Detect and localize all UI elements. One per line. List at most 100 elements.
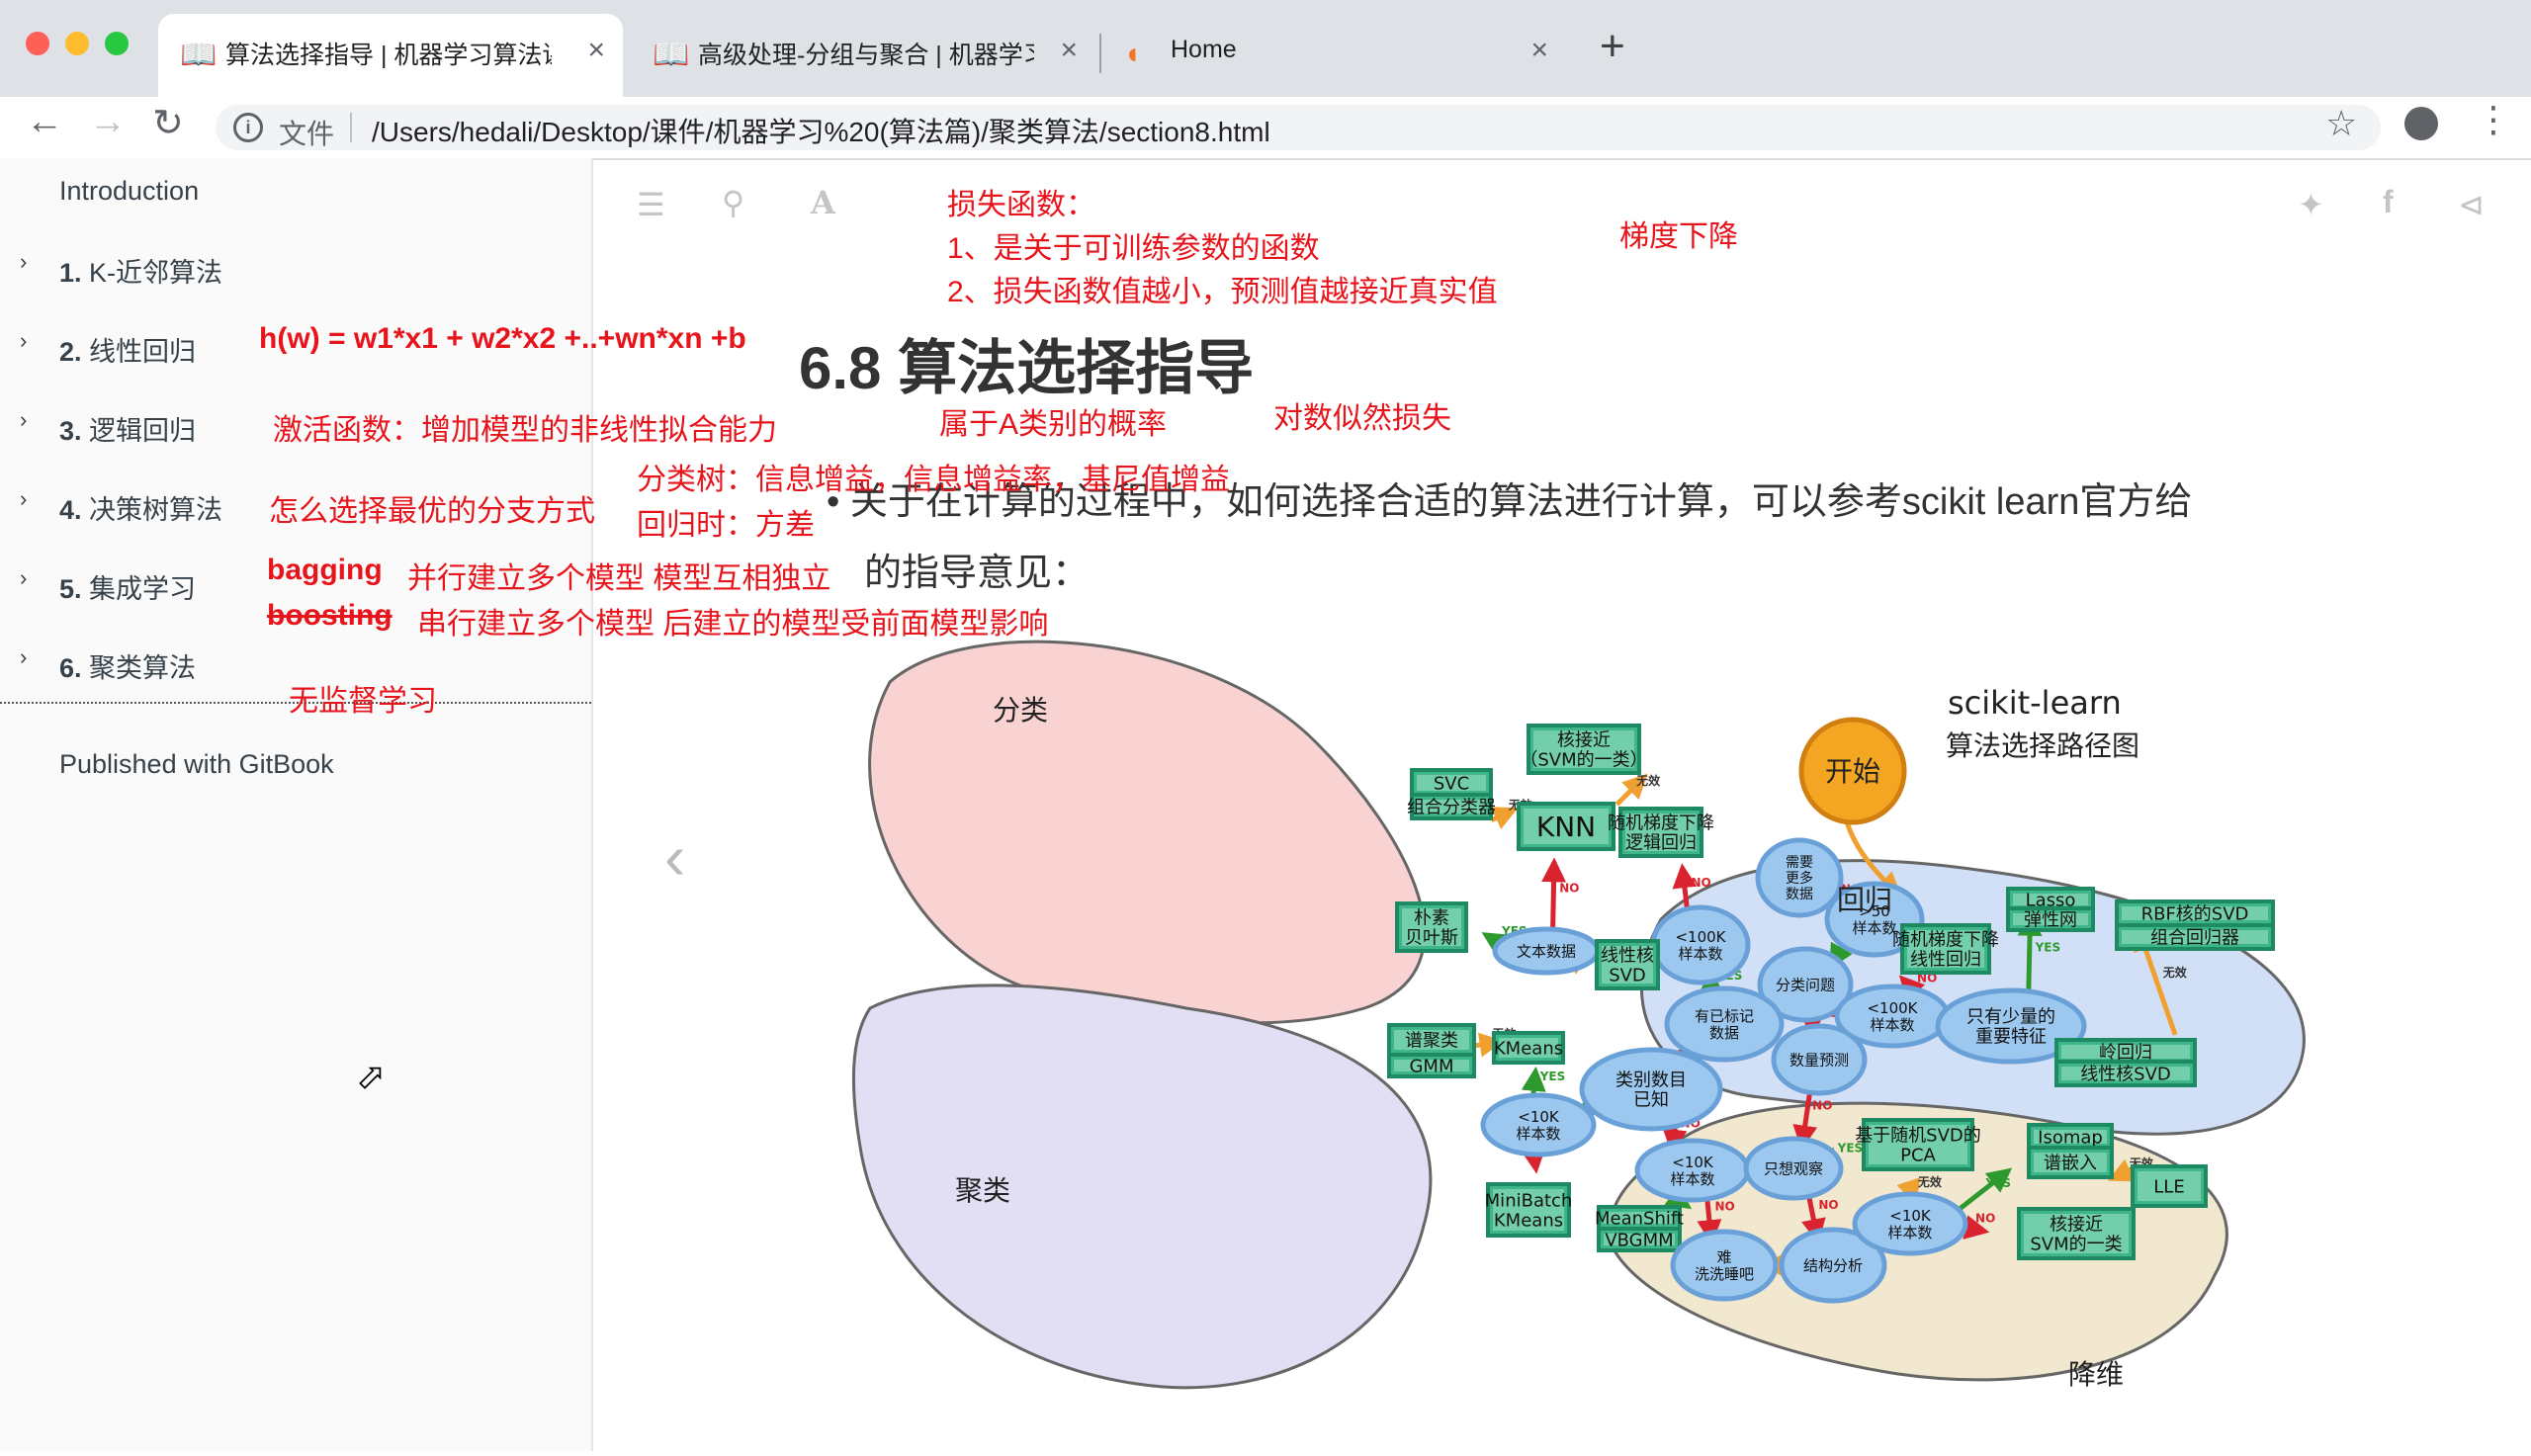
bookmark-star-icon[interactable]: ☆ <box>2325 103 2357 144</box>
tab-title: 算法选择指导 | 机器学习算法课程 <box>225 36 552 71</box>
edge-label: YES <box>1539 1070 1566 1083</box>
chevron-right-icon[interactable]: › <box>20 249 27 275</box>
node-label: KMeans <box>1494 1038 1563 1059</box>
edge-label: NO <box>1559 881 1579 895</box>
node-label: 数据 <box>1709 1024 1739 1042</box>
node-label: <10K <box>1889 1207 1932 1225</box>
sidebar-footer-link[interactable]: Published with GitBook <box>59 749 334 780</box>
node-isomap: Isomap <box>2029 1125 2112 1149</box>
sidebar-item-label: K-近邻算法 <box>89 258 222 288</box>
node-kernel: 核接近（SVM的一类） <box>1520 726 1647 773</box>
node-label: 类别数目 <box>1615 1070 1687 1090</box>
region-label-regression: 回归 <box>1837 884 1892 916</box>
close-tab-icon[interactable]: × <box>1060 34 1078 67</box>
node-label: 贝叶斯 <box>1405 927 1458 948</box>
search-icon[interactable]: ⚲ <box>722 184 744 221</box>
annotation-loss-1: 1、是关于可训练参数的函数 <box>947 223 1320 267</box>
forward-icon[interactable]: → <box>89 101 127 143</box>
node-label: 只想观察 <box>1764 1159 1823 1177</box>
node-gmm: GMM <box>1389 1055 1474 1076</box>
node-label: 线性核SVD <box>2080 1064 2171 1084</box>
back-icon[interactable]: ← <box>26 101 63 143</box>
url-scheme-label: 文件 <box>279 113 334 152</box>
url-text[interactable]: /Users/hedali/Desktop/课件/机器学习%20(算法篇)/聚类… <box>372 111 1270 150</box>
chevron-right-icon[interactable]: › <box>20 565 27 591</box>
tab-grouping[interactable]: 📖 高级处理-分组与聚合 | 机器学习 × <box>631 14 1095 97</box>
edge-label: NO <box>1818 1198 1838 1212</box>
sidebar-item-logistic[interactable]: 3. 逻辑回归 <box>59 409 196 448</box>
node-label: 数据 <box>1786 887 1813 902</box>
tab-title: 高级处理-分组与聚合 | 机器学习 <box>698 36 1034 71</box>
start-label: 开始 <box>1825 755 1880 788</box>
sidebar-item-number: 2. <box>59 337 82 367</box>
previous-page-icon[interactable]: ‹ <box>664 820 685 894</box>
node-rbf: RBF核的SVD <box>2117 901 2273 925</box>
font-settings-icon[interactable]: A <box>811 184 835 221</box>
node-label: KMeans <box>1494 1210 1563 1231</box>
facebook-icon[interactable]: f <box>2383 184 2394 220</box>
annotation-bagging: 并行建立多个模型 模型互相独立 <box>407 554 830 597</box>
chevron-right-icon[interactable]: › <box>20 644 27 670</box>
sidebar-item-ensemble[interactable]: 5. 集成学习 <box>59 567 196 606</box>
sidebar-item-clustering[interactable]: 6. 聚类算法 <box>59 646 196 685</box>
kebab-menu-icon[interactable]: ⋮ <box>2476 99 2511 140</box>
node-label: 有已标记 <box>1695 1007 1754 1025</box>
reload-icon[interactable]: ↻ <box>152 101 184 145</box>
sidebar-item-introduction[interactable]: Introduction <box>59 176 199 207</box>
edge-label: YES <box>2035 941 2061 955</box>
clustering-region <box>853 985 1431 1388</box>
node-label: 样本数 <box>1870 1016 1914 1034</box>
new-tab-button[interactable]: + <box>1600 22 1625 71</box>
node-label: 组合分类器 <box>1407 797 1496 817</box>
toc-toggle-icon[interactable]: ☰ <box>637 186 665 223</box>
twitter-icon[interactable]: ✦ <box>2298 186 2324 223</box>
region-label-classification: 分类 <box>993 694 1048 727</box>
sidebar-item-tree[interactable]: 4. 决策树算法 <box>59 488 222 527</box>
chevron-right-icon[interactable]: › <box>20 486 27 512</box>
node-label: 朴素 <box>1414 907 1449 928</box>
sidebar-item-number: 3. <box>59 416 82 446</box>
sidebar-item-label: 决策树算法 <box>89 495 222 525</box>
close-tab-icon[interactable]: × <box>1530 34 1548 67</box>
sidebar-item-knn[interactable]: 1. K-近邻算法 <box>59 251 222 290</box>
share-icon[interactable]: ⊲ <box>2458 186 2485 223</box>
info-icon[interactable]: i <box>233 113 263 142</box>
account-icon[interactable] <box>2404 107 2438 140</box>
toolbar: ← → ↻ i 文件 /Users/hedali/Desktop/课件/机器学习… <box>0 97 2531 160</box>
node-label: 谱聚类 <box>1405 1030 1458 1051</box>
node-label: <10K <box>1672 1154 1714 1171</box>
node-label: 重要特征 <box>1975 1026 2047 1047</box>
chevron-right-icon[interactable]: › <box>20 407 27 433</box>
edge-label: NO <box>1692 876 1711 890</box>
node-label: 更多 <box>1786 870 1813 887</box>
node-label: 样本数 <box>1852 919 1896 937</box>
minimize-window-button[interactable] <box>65 32 89 55</box>
sidebar-item-number: 1. <box>59 258 82 288</box>
diagram-subtitle: 算法选择路径图 <box>1946 729 2139 762</box>
node-label: SVC <box>1434 773 1469 794</box>
node-label: 弹性网 <box>2024 909 2077 930</box>
book-icon: 📖 <box>180 38 217 72</box>
classification-region <box>870 642 1425 1023</box>
node-ms: MeanShift <box>1595 1207 1684 1229</box>
chevron-right-icon[interactable]: › <box>20 328 27 354</box>
address-bar[interactable]: i 文件 /Users/hedali/Desktop/课件/机器学习%20(算法… <box>216 105 2381 150</box>
edge-label: 无效 <box>1635 773 1661 788</box>
node-label: VBGMM <box>1605 1230 1673 1250</box>
tab-active[interactable]: 📖 算法选择指导 | 机器学习算法课程 × <box>158 14 623 97</box>
close-window-button[interactable] <box>26 32 49 55</box>
node-label: 已知 <box>1633 1089 1669 1110</box>
close-tab-icon[interactable]: × <box>587 34 605 67</box>
annotation-loss-2: 2、损失函数值越小，预测值越接近真实值 <box>947 267 1498 310</box>
node-label: 需要 <box>1786 855 1813 871</box>
tab-strip: 📖 算法选择指导 | 机器学习算法课程 × 📖 高级处理-分组与聚合 | 机器学… <box>0 0 2531 97</box>
maximize-window-button[interactable] <box>105 32 129 55</box>
tab-home[interactable]: ◖ Home × <box>1101 14 1566 97</box>
sidebar-item-linear[interactable]: 2. 线性回归 <box>59 330 196 369</box>
node-knn: KNN <box>1519 804 1614 849</box>
edge-label: 无效 <box>1917 1174 1943 1189</box>
